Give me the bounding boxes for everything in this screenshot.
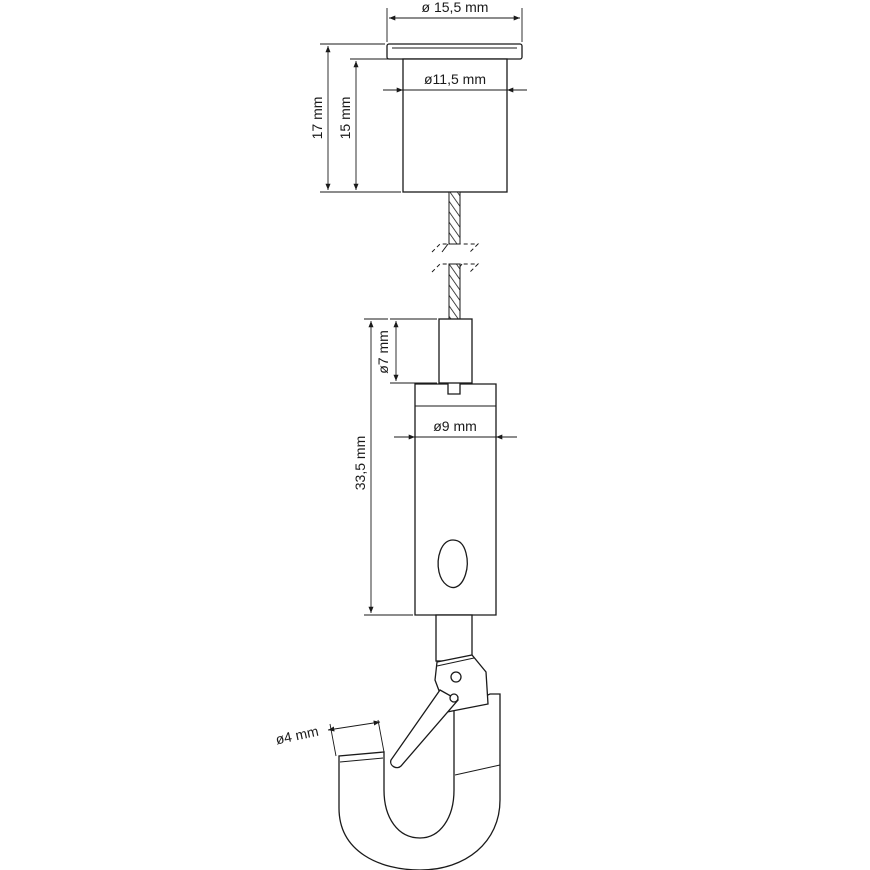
dim-gripper-length: 33,5 mm	[352, 318, 413, 616]
dim-total-height: 17 mm	[309, 43, 401, 193]
label-gripper-length: 33,5 mm	[352, 436, 368, 490]
ceiling-cap	[386, 43, 523, 193]
dim-sleeve-diameter: ø7 mm	[375, 318, 437, 384]
dim-gripper-diameter: ø9 mm	[394, 418, 517, 440]
gripper-release-hole	[437, 539, 468, 589]
steel-cable-lower	[448, 263, 461, 321]
dim-cap-diameter: ø 15,5 mm	[386, 0, 523, 42]
steel-cable-upper	[448, 191, 461, 245]
dim-body-diameter: ø11,5 mm	[383, 71, 527, 93]
dim-body-height: 15 mm	[337, 58, 401, 190]
label-body-diameter: ø11,5 mm	[424, 71, 486, 87]
label-sleeve-diameter: ø7 mm	[375, 330, 391, 374]
hook	[338, 614, 501, 870]
label-body-height: 15 mm	[337, 97, 353, 140]
label-total-height: 17 mm	[309, 97, 325, 140]
dim-hook-wire-diameter: ø4 mm	[274, 719, 385, 757]
label-hook-wire-diameter: ø4 mm	[274, 723, 320, 748]
gripper-sleeve	[438, 318, 473, 384]
label-cap-diameter: ø 15,5 mm	[422, 0, 489, 15]
label-gripper-diameter: ø9 mm	[433, 418, 477, 434]
gripper-body	[414, 383, 497, 616]
